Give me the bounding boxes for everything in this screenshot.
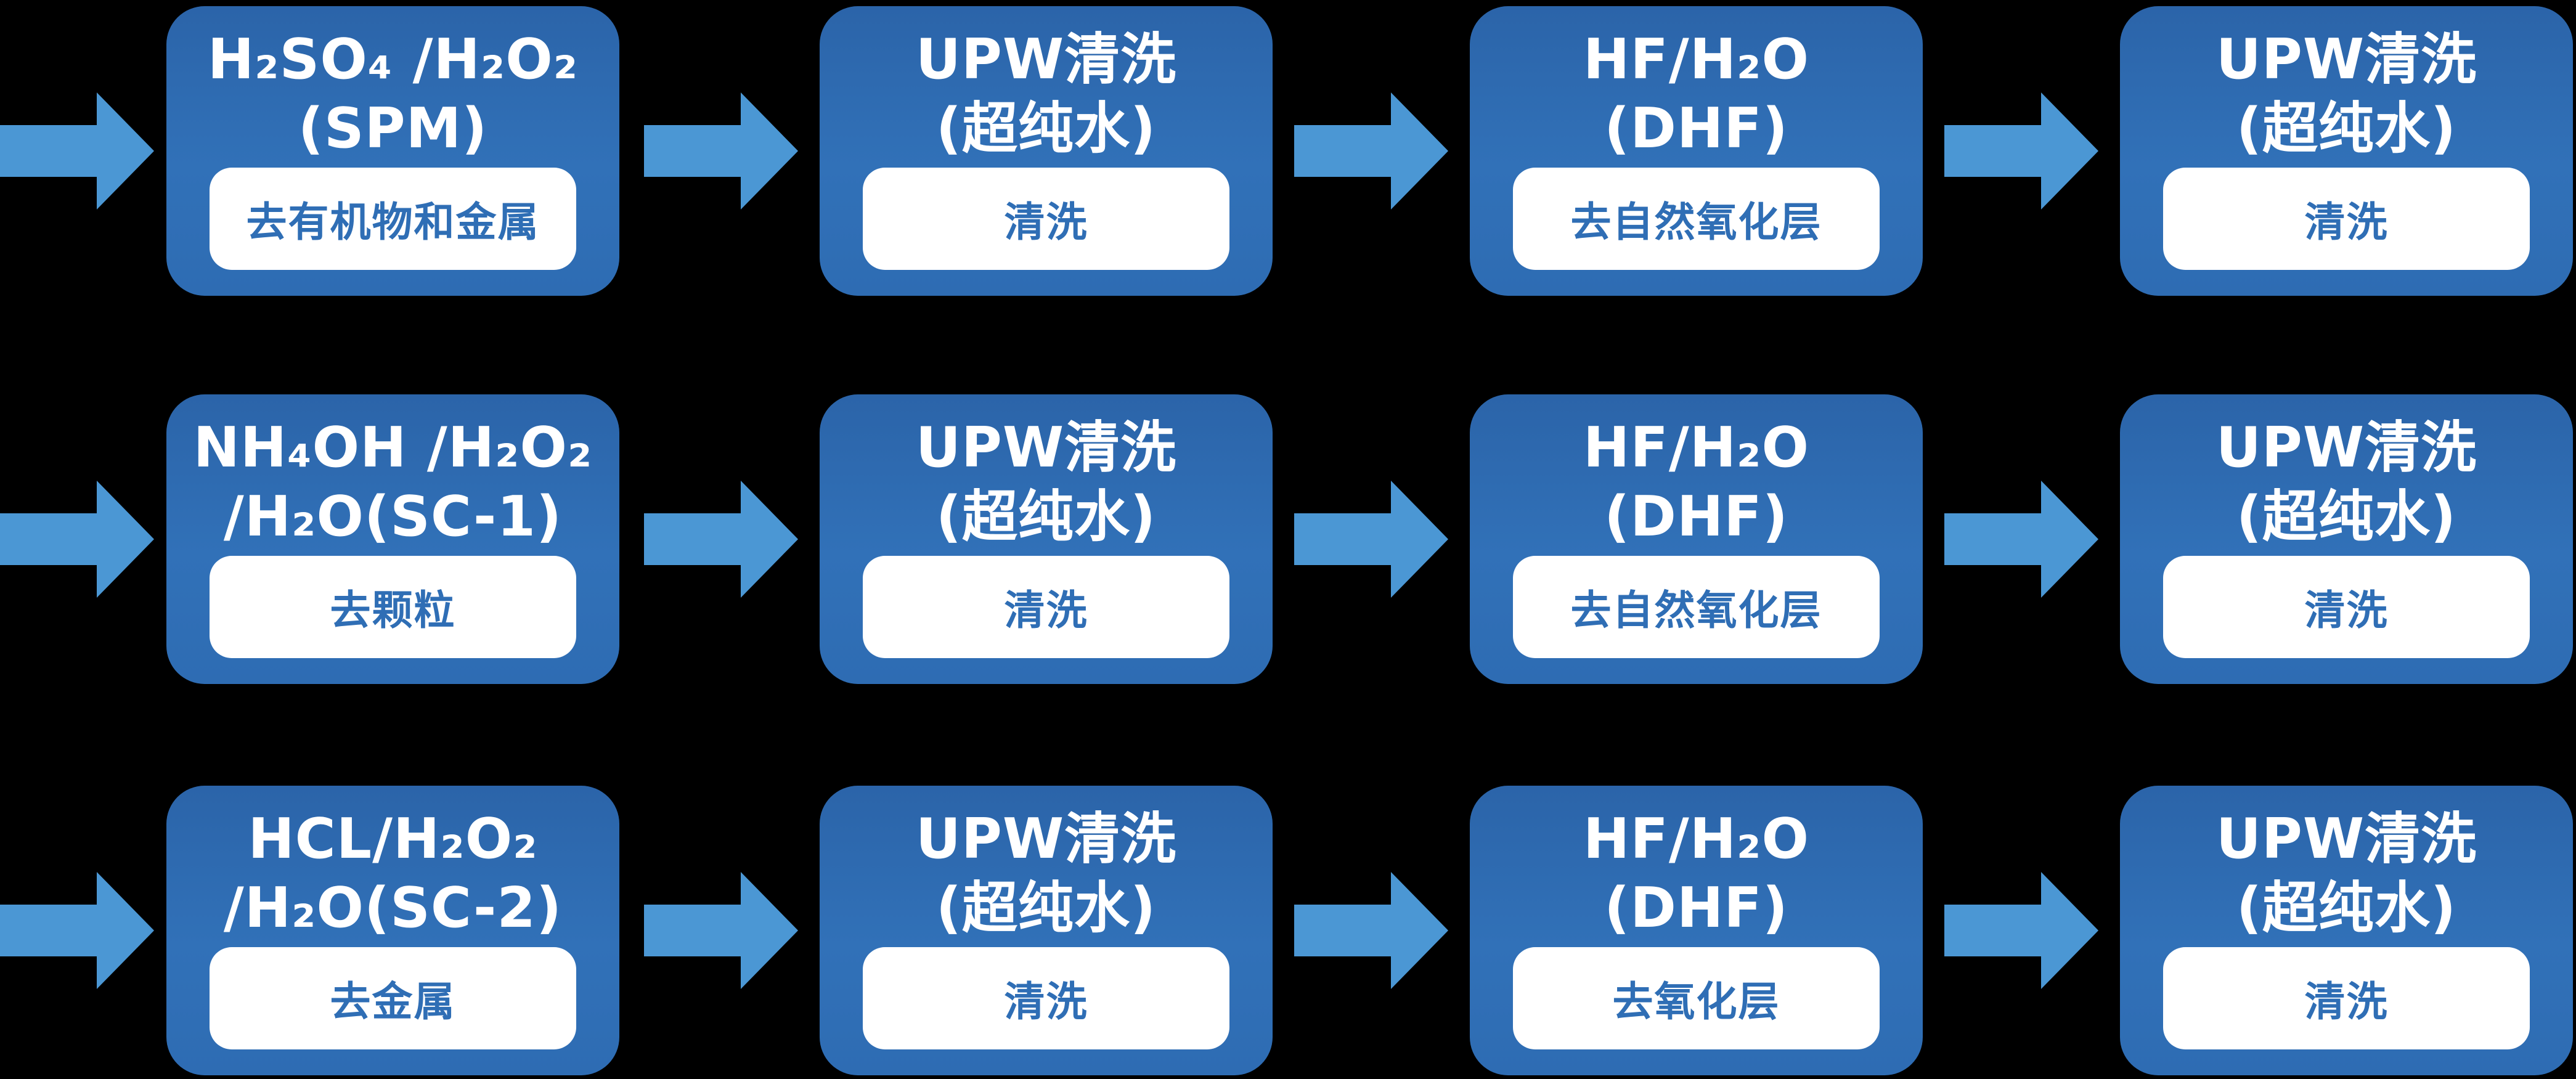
process-box: UPW清洗 (超纯水) 清洗 bbox=[2120, 6, 2573, 296]
chemical-line: (SPM) bbox=[298, 96, 488, 161]
flow-arrow-icon bbox=[644, 481, 798, 598]
chemical-line: (超纯水) bbox=[2236, 484, 2457, 549]
chemical-line: H₂SO₄ /H₂O₂ bbox=[207, 27, 579, 92]
function-label: 清洗 bbox=[2304, 587, 2389, 634]
function-label-box: 清洗 bbox=[863, 947, 1229, 1049]
function-label-box: 去氧化层 bbox=[1513, 947, 1880, 1049]
chemical-line: /H₂O(SC-2) bbox=[223, 876, 563, 940]
flow-arrow-icon bbox=[1944, 481, 2098, 598]
process-box-title: UPW清洗 (超纯水) bbox=[2120, 786, 2573, 955]
process-box: UPW清洗 (超纯水) 清洗 bbox=[820, 786, 1273, 1075]
flow-row-3: HCL/H₂O₂ /H₂O(SC-2) 去金属 UPW清洗 (超纯水) 清洗 H… bbox=[0, 786, 2576, 1075]
chemical-line: (超纯水) bbox=[935, 96, 1157, 161]
chemical-line: (超纯水) bbox=[2236, 876, 2457, 940]
row-start-arrow-icon bbox=[0, 92, 154, 210]
chemical-line: (DHF) bbox=[1604, 484, 1788, 549]
flow-arrow-icon bbox=[1944, 872, 2098, 989]
flow-arrow-icon bbox=[1294, 92, 1448, 210]
chemical-line: (超纯水) bbox=[2236, 96, 2457, 161]
process-box: UPW清洗 (超纯水) 清洗 bbox=[820, 6, 1273, 296]
function-label: 去氧化层 bbox=[1612, 978, 1780, 1025]
chemical-line: (DHF) bbox=[1604, 96, 1788, 161]
chemical-line: NH₄OH /H₂O₂ bbox=[193, 415, 593, 480]
function-label: 清洗 bbox=[1004, 978, 1088, 1025]
function-label-box: 去自然氧化层 bbox=[1513, 556, 1880, 658]
function-label-box: 去金属 bbox=[210, 947, 576, 1049]
process-box-title: UPW清洗 (超纯水) bbox=[820, 786, 1273, 955]
function-label: 去颗粒 bbox=[330, 587, 456, 634]
chemical-line: UPW清洗 bbox=[2215, 807, 2477, 871]
chemical-line: (DHF) bbox=[1604, 876, 1788, 940]
function-label-box: 清洗 bbox=[2163, 947, 2530, 1049]
process-box: HCL/H₂O₂ /H₂O(SC-2) 去金属 bbox=[166, 786, 619, 1075]
chemical-line: UPW清洗 bbox=[915, 415, 1177, 480]
function-label-box: 去自然氧化层 bbox=[1513, 168, 1880, 270]
flow-arrow-icon bbox=[1944, 92, 2098, 210]
process-box: UPW清洗 (超纯水) 清洗 bbox=[2120, 394, 2573, 684]
flow-arrow-icon bbox=[644, 872, 798, 989]
flow-arrow-icon bbox=[1294, 872, 1448, 989]
chemical-line: HF/H₂O bbox=[1583, 415, 1809, 480]
function-label: 去自然氧化层 bbox=[1570, 587, 1822, 634]
process-box-title: HF/H₂O (DHF) bbox=[1470, 6, 1923, 175]
chemical-line: HF/H₂O bbox=[1583, 27, 1809, 92]
chemical-line: UPW清洗 bbox=[915, 27, 1177, 92]
chemical-line: (超纯水) bbox=[935, 876, 1157, 940]
process-box-title: HCL/H₂O₂ /H₂O(SC-2) bbox=[166, 786, 619, 955]
process-box-title: H₂SO₄ /H₂O₂ (SPM) bbox=[166, 6, 619, 175]
chemical-line: UPW清洗 bbox=[2215, 27, 2477, 92]
process-box: UPW清洗 (超纯水) 清洗 bbox=[820, 394, 1273, 684]
function-label-box: 去颗粒 bbox=[210, 556, 576, 658]
process-box-title: UPW清洗 (超纯水) bbox=[820, 6, 1273, 175]
function-label: 清洗 bbox=[1004, 198, 1088, 246]
function-label: 去有机物和金属 bbox=[246, 198, 540, 246]
process-box-title: NH₄OH /H₂O₂ /H₂O(SC-1) bbox=[166, 394, 619, 563]
process-box: HF/H₂O (DHF) 去自然氧化层 bbox=[1470, 6, 1923, 296]
function-label: 清洗 bbox=[2304, 198, 2389, 246]
chemical-line: HCL/H₂O₂ bbox=[248, 807, 538, 871]
row-start-arrow-icon bbox=[0, 872, 154, 989]
chemical-line: /H₂O(SC-1) bbox=[223, 484, 563, 549]
chemical-line: HF/H₂O bbox=[1583, 807, 1809, 871]
process-box-title: UPW清洗 (超纯水) bbox=[820, 394, 1273, 563]
process-box-title: UPW清洗 (超纯水) bbox=[2120, 394, 2573, 563]
flow-row-2: NH₄OH /H₂O₂ /H₂O(SC-1) 去颗粒 UPW清洗 (超纯水) 清… bbox=[0, 394, 2576, 684]
chemical-line: UPW清洗 bbox=[915, 807, 1177, 871]
function-label-box: 清洗 bbox=[863, 556, 1229, 658]
function-label-box: 去有机物和金属 bbox=[210, 168, 576, 270]
function-label-box: 清洗 bbox=[2163, 168, 2530, 270]
process-box: HF/H₂O (DHF) 去氧化层 bbox=[1470, 786, 1923, 1075]
process-box-title: UPW清洗 (超纯水) bbox=[2120, 6, 2573, 175]
process-box: UPW清洗 (超纯水) 清洗 bbox=[2120, 786, 2573, 1075]
function-label: 清洗 bbox=[1004, 587, 1088, 634]
chemical-line: (超纯水) bbox=[935, 484, 1157, 549]
function-label: 去自然氧化层 bbox=[1570, 198, 1822, 246]
chemical-line: UPW清洗 bbox=[2215, 415, 2477, 480]
flow-row-1: H₂SO₄ /H₂O₂ (SPM) 去有机物和金属 UPW清洗 (超纯水) 清洗… bbox=[0, 6, 2576, 296]
function-label-box: 清洗 bbox=[863, 168, 1229, 270]
row-start-arrow-icon bbox=[0, 481, 154, 598]
process-box: HF/H₂O (DHF) 去自然氧化层 bbox=[1470, 394, 1923, 684]
process-box-title: HF/H₂O (DHF) bbox=[1470, 786, 1923, 955]
process-box: H₂SO₄ /H₂O₂ (SPM) 去有机物和金属 bbox=[166, 6, 619, 296]
flow-arrow-icon bbox=[1294, 481, 1448, 598]
function-label: 去金属 bbox=[330, 978, 456, 1025]
function-label: 清洗 bbox=[2304, 978, 2389, 1025]
function-label-box: 清洗 bbox=[2163, 556, 2530, 658]
process-box-title: HF/H₂O (DHF) bbox=[1470, 394, 1923, 563]
process-box: NH₄OH /H₂O₂ /H₂O(SC-1) 去颗粒 bbox=[166, 394, 619, 684]
flow-arrow-icon bbox=[644, 92, 798, 210]
